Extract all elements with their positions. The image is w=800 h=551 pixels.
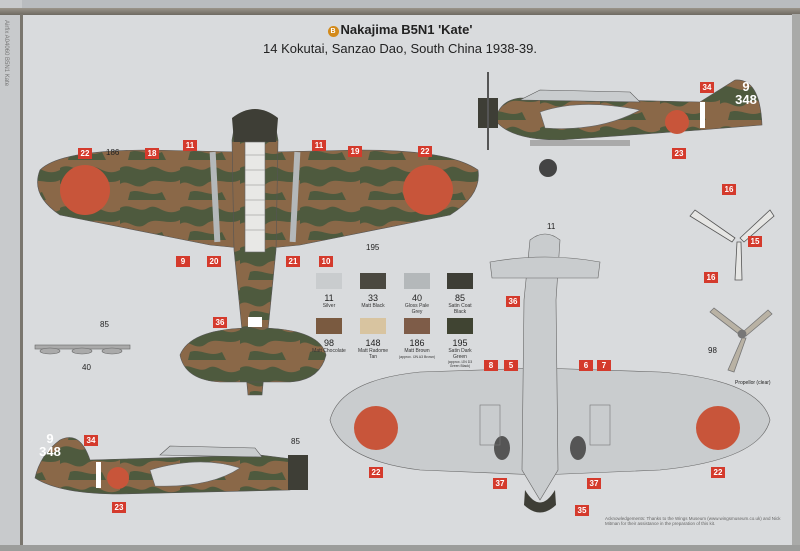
callout: 35	[575, 505, 589, 516]
swatch	[447, 273, 473, 289]
callout: 22	[418, 146, 432, 157]
sheet-margin	[0, 0, 22, 551]
swatch	[316, 318, 342, 334]
callout: 22	[711, 467, 725, 478]
callout: 23	[672, 148, 686, 159]
swatch	[360, 273, 386, 289]
callout: 5	[504, 360, 518, 371]
callout: 36	[213, 317, 227, 328]
paint-label: 85	[100, 320, 109, 329]
paint-label: 195	[366, 243, 380, 252]
callout: 8	[484, 360, 498, 371]
callout: 6	[579, 360, 593, 371]
callout: 19	[348, 146, 362, 157]
side-view-bottom-left	[34, 437, 308, 495]
callout: 36	[506, 296, 520, 307]
callout: 37	[587, 478, 601, 489]
callout: 16	[722, 184, 736, 195]
swatch	[360, 318, 386, 334]
callout: 22	[78, 148, 92, 159]
scheme-number-badge: B	[327, 26, 339, 37]
swatch	[404, 318, 430, 334]
callout: 15	[748, 236, 762, 247]
acknowledgements: Acknowledgements: Thanks to the Wings Mu…	[605, 516, 781, 526]
swatch	[316, 273, 342, 289]
sheet-edge	[792, 14, 800, 551]
callout: 11	[183, 140, 197, 151]
underside-view-aircraft	[329, 233, 771, 513]
paint-label: 11	[547, 222, 556, 231]
propeller-front	[689, 209, 775, 281]
side-view-top-right	[478, 72, 763, 177]
callout: 18	[145, 148, 159, 159]
sheet-fold-edge	[0, 8, 800, 15]
callout: 7	[597, 360, 611, 371]
paint-label: 98	[708, 346, 717, 355]
callout: 9	[176, 256, 190, 267]
callout: 34	[700, 82, 714, 93]
sheet-border	[20, 14, 23, 551]
title-text: Nakajima B5N1 'Kate'	[340, 22, 473, 37]
propeller-side	[709, 307, 773, 373]
callout: 16	[704, 272, 718, 283]
top-view-aircraft	[37, 109, 479, 396]
sheet-edge-bottom	[0, 545, 800, 551]
callout: 37	[493, 478, 507, 489]
swatch	[447, 318, 473, 334]
paint-label: 186	[106, 148, 120, 157]
callout: 22	[369, 467, 383, 478]
bomb-rack-detail	[34, 344, 131, 355]
swatch	[404, 273, 430, 289]
callout: 34	[84, 435, 98, 446]
propeller-note: Propellor (clear)	[735, 380, 771, 386]
callout: 20	[207, 256, 221, 267]
page-subtitle: 14 Kokutai, Sanzao Dao, South China 1938…	[263, 41, 537, 56]
paint-label: 40	[82, 363, 91, 372]
callout: 23	[112, 502, 126, 513]
side-note: Airfix A04060 B5N1 Kate	[3, 20, 9, 87]
paint-label: 85	[291, 437, 300, 446]
callout: 21	[286, 256, 300, 267]
callout: 10	[319, 256, 333, 267]
callout: 11	[312, 140, 326, 151]
